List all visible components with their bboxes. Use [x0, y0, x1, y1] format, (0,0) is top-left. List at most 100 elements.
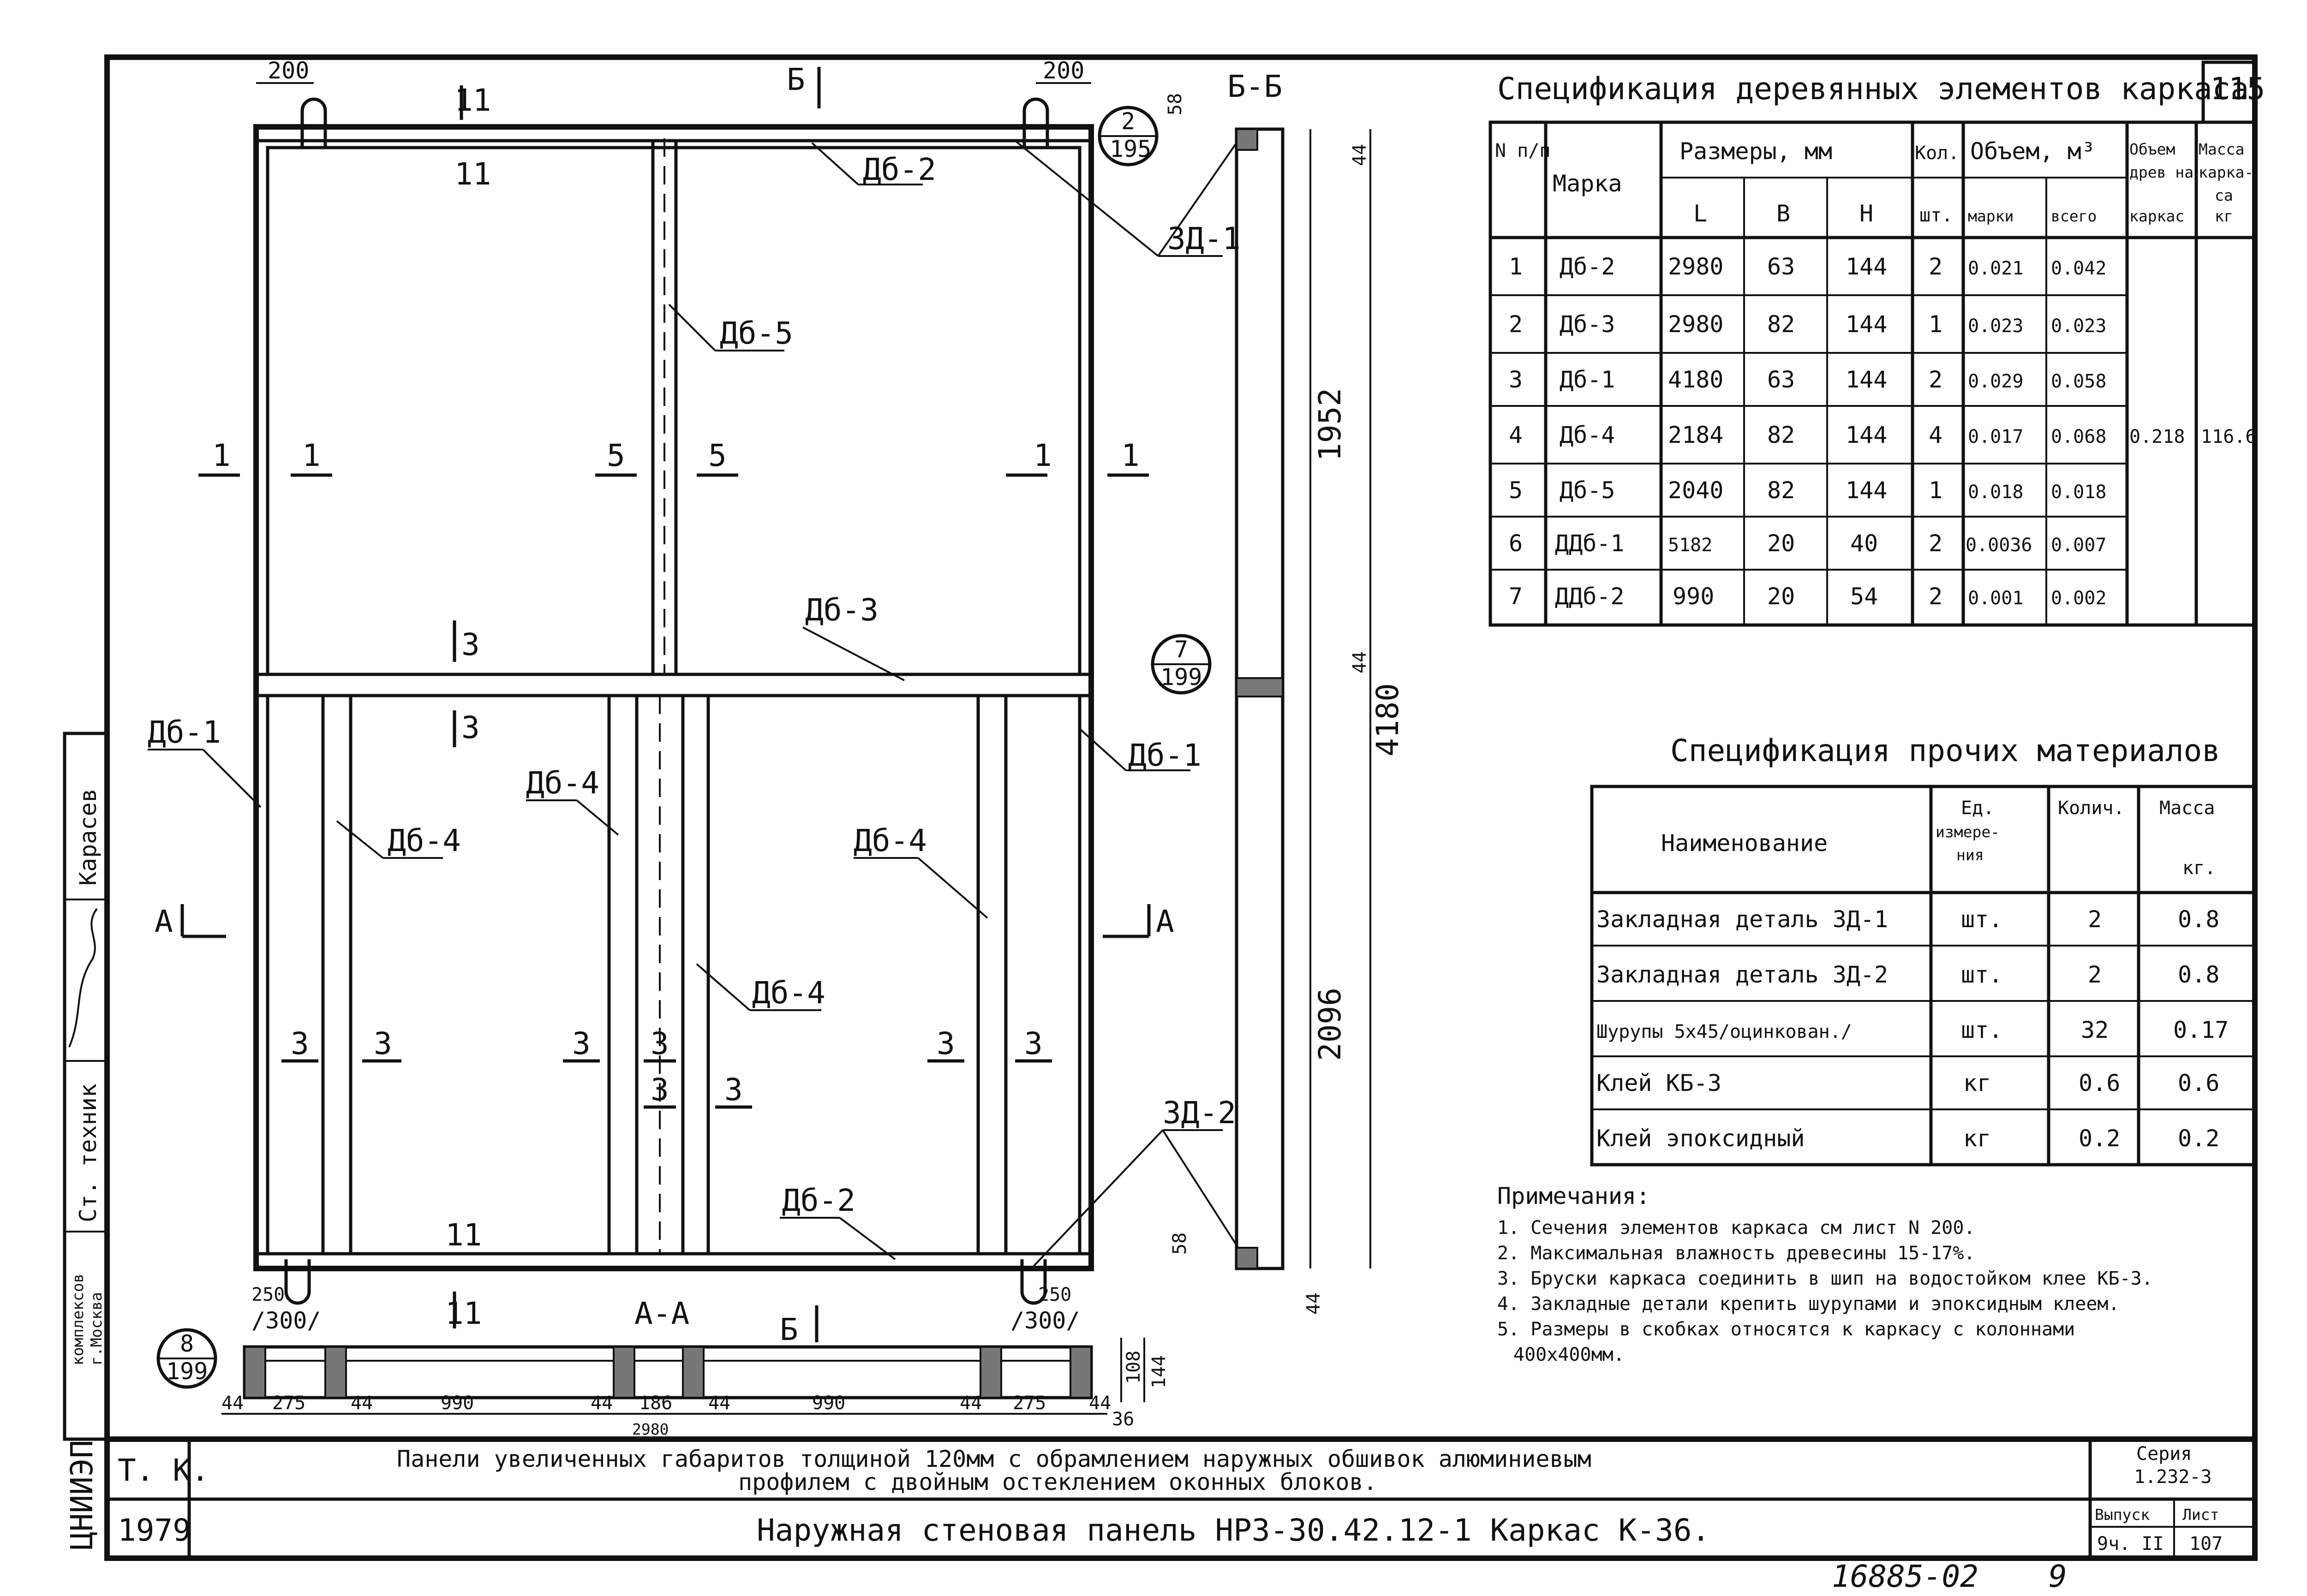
- os-r0-qty: 2: [2088, 906, 2102, 933]
- ws-r5-l: 5182: [1668, 535, 1712, 556]
- table-row: 5 Дб-5 2040 82 144 1 0.018 0.018: [1509, 477, 2106, 504]
- os-r1-qty: 2: [2088, 961, 2102, 988]
- cut-3-g: 3: [937, 1026, 955, 1061]
- ws-r6-n: 7: [1509, 583, 1523, 610]
- ws-h-vw-b: древ на: [2129, 163, 2193, 181]
- ws-r5-b: 20: [1767, 530, 1795, 557]
- ws-h-vw-c: каркас: [2129, 207, 2184, 225]
- os-r2-name: Шурупы 5х45/оцинкован./: [1596, 1021, 1852, 1042]
- aa-dim-5: 186: [639, 1393, 672, 1414]
- ws-r3-vm: 0.017: [1968, 426, 2023, 447]
- cut-13-marks: 3 3: [453, 620, 480, 747]
- dim-250-right: 250: [1038, 1284, 1071, 1305]
- issue-value: 9ч. II: [2097, 1533, 2164, 1554]
- ws-r1-b: 82: [1767, 311, 1795, 338]
- ws-r2-qty: 2: [1929, 366, 1942, 393]
- cut-a-left: A: [155, 904, 173, 939]
- issue-label: Выпуск: [2095, 1506, 2150, 1524]
- cut-3-h: 3: [1024, 1026, 1043, 1061]
- ws-r3-mark: Дб-4: [1560, 422, 1615, 448]
- ws-h-num: N п/п: [1495, 140, 1550, 161]
- label-db4-a: Дб-4: [526, 765, 599, 801]
- os-r4-qty: 0.2: [2079, 1125, 2120, 1152]
- label-db4-b: Дб-4: [388, 823, 461, 858]
- ws-r5-h: 40: [1850, 530, 1878, 557]
- os-r4-name: Клей эпоксидный: [1596, 1125, 1805, 1152]
- os-h-unit-c: ния: [1956, 846, 1984, 864]
- os-h-mass-a: Масса: [2159, 798, 2215, 819]
- cut-3-mid-top: 3: [461, 627, 480, 662]
- title-block-title: Наружная стеновая панель НРЗ-30.42.12-1 …: [757, 1513, 1710, 1548]
- cut-5-marks: 5 5: [595, 438, 738, 477]
- signature-mark: [68, 908, 98, 1048]
- table-row: 4 Дб-4 2184 82 144 4 0.017 0.068: [1509, 422, 2106, 448]
- frame-outer: [253, 124, 1094, 1271]
- cut-a-marks: A A: [155, 904, 1174, 939]
- hook-top-left-icon: [300, 97, 327, 148]
- ws-r5-vm: 0.0036: [1966, 535, 2032, 556]
- ws-r4-n: 5: [1509, 477, 1523, 504]
- side-stamp-org: ЦНИИЭП: [64, 1440, 100, 1550]
- aa-side-144: 144: [1148, 1355, 1170, 1388]
- note-4: 4. Закладные детали крепить шурупами и э…: [1497, 1293, 2120, 1315]
- ws-h-vw-a: Объем: [2129, 140, 2175, 158]
- mark-labels: Дб-2 ЗД-1 Дб-5 Дб-3 Дб-1 Дб-1 Дб-4 Дб-4 …: [148, 135, 1242, 1267]
- ws-h-mark: Марка: [1553, 170, 1622, 197]
- ws-total-volume: 0.218: [2129, 426, 2185, 447]
- ws-r0-va: 0.042: [2051, 258, 2106, 279]
- note-2: 2. Максимальная влажность древесины 15-1…: [1497, 1243, 1975, 1264]
- ws-r4-vm: 0.018: [1968, 482, 2023, 503]
- label-db1-right: Дб-1: [1128, 738, 1201, 773]
- section-bb-mid-hatch: [1236, 677, 1284, 697]
- ws-r1-qty: 1: [1929, 311, 1942, 338]
- aa-dim-3: 990: [441, 1393, 474, 1414]
- side-stamp-org-sub: комплексов: [69, 1274, 87, 1365]
- ws-r3-n: 4: [1509, 422, 1523, 448]
- ws-r6-vm: 0.001: [1968, 588, 2023, 609]
- table-row: Закладная деталь ЗД-1 шт. 2 0.8: [1596, 906, 2219, 933]
- notes-title: Примечания:: [1497, 1183, 1650, 1209]
- frame-inner-bottom: [266, 694, 1082, 1256]
- ws-r4-b: 82: [1767, 477, 1795, 504]
- callout-2-195: 2 195: [1098, 106, 1159, 167]
- os-r1-name: Закладная деталь ЗД-2: [1596, 961, 1888, 988]
- cut-11-top: 11: [454, 83, 491, 118]
- bb-dim-4180: 4180: [1370, 683, 1405, 756]
- ws-r5-mark: ДДб-1: [1555, 530, 1625, 557]
- dim-300-right: /300/: [1010, 1307, 1080, 1334]
- aa-side-36: 36: [1112, 1409, 1134, 1430]
- ws-h-l: L: [1693, 200, 1707, 227]
- sheet-value: 107: [2189, 1533, 2223, 1554]
- label-zd1: ЗД-1: [1167, 221, 1241, 256]
- aa-dim-4: 44: [591, 1393, 613, 1414]
- aa-dim-9: 275: [1013, 1393, 1046, 1414]
- table-row: 3 Дб-1 4180 63 144 2 0.029 0.058: [1509, 366, 2106, 393]
- ws-r1-l: 2980: [1668, 311, 1723, 338]
- ws-r5-n: 6: [1509, 530, 1523, 557]
- ws-r0-vm: 0.021: [1968, 258, 2023, 279]
- cut-5-left: 5: [607, 438, 625, 473]
- ws-r1-mark: Дб-3: [1560, 311, 1615, 338]
- aa-dim-8: 44: [960, 1393, 982, 1414]
- wood-spec-grid: [1488, 120, 2257, 627]
- table-row: Клей эпоксидный кг 0.2 0.2: [1596, 1125, 2219, 1152]
- ws-r1-vm: 0.023: [1968, 316, 2023, 337]
- bb-dim-44-mid: 44: [1349, 651, 1370, 673]
- callout-2-bottom: 199: [1160, 664, 1202, 691]
- side-stamp-person: Карасев: [75, 788, 102, 886]
- other-spec-grid: [1590, 785, 2257, 1167]
- ws-r4-l: 2040: [1668, 477, 1723, 504]
- ws-r2-l: 4180: [1668, 366, 1723, 393]
- sheet-number: 115: [2210, 71, 2265, 107]
- ws-r6-h: 54: [1850, 583, 1878, 610]
- label-zd2: ЗД-2: [1163, 1095, 1236, 1131]
- ws-r6-va: 0.002: [2051, 588, 2106, 609]
- cut-1-left-inner: 1: [302, 438, 321, 473]
- bb-dim-2096: 2096: [1312, 988, 1348, 1061]
- other-spec-title: Спецификация прочих материалов: [1670, 733, 2220, 768]
- dim-200-right: 200: [1043, 57, 1084, 84]
- ws-r0-b: 63: [1767, 253, 1795, 280]
- label-db3: Дб-3: [805, 592, 879, 628]
- bb-dim-58-top: 58: [1165, 93, 1186, 115]
